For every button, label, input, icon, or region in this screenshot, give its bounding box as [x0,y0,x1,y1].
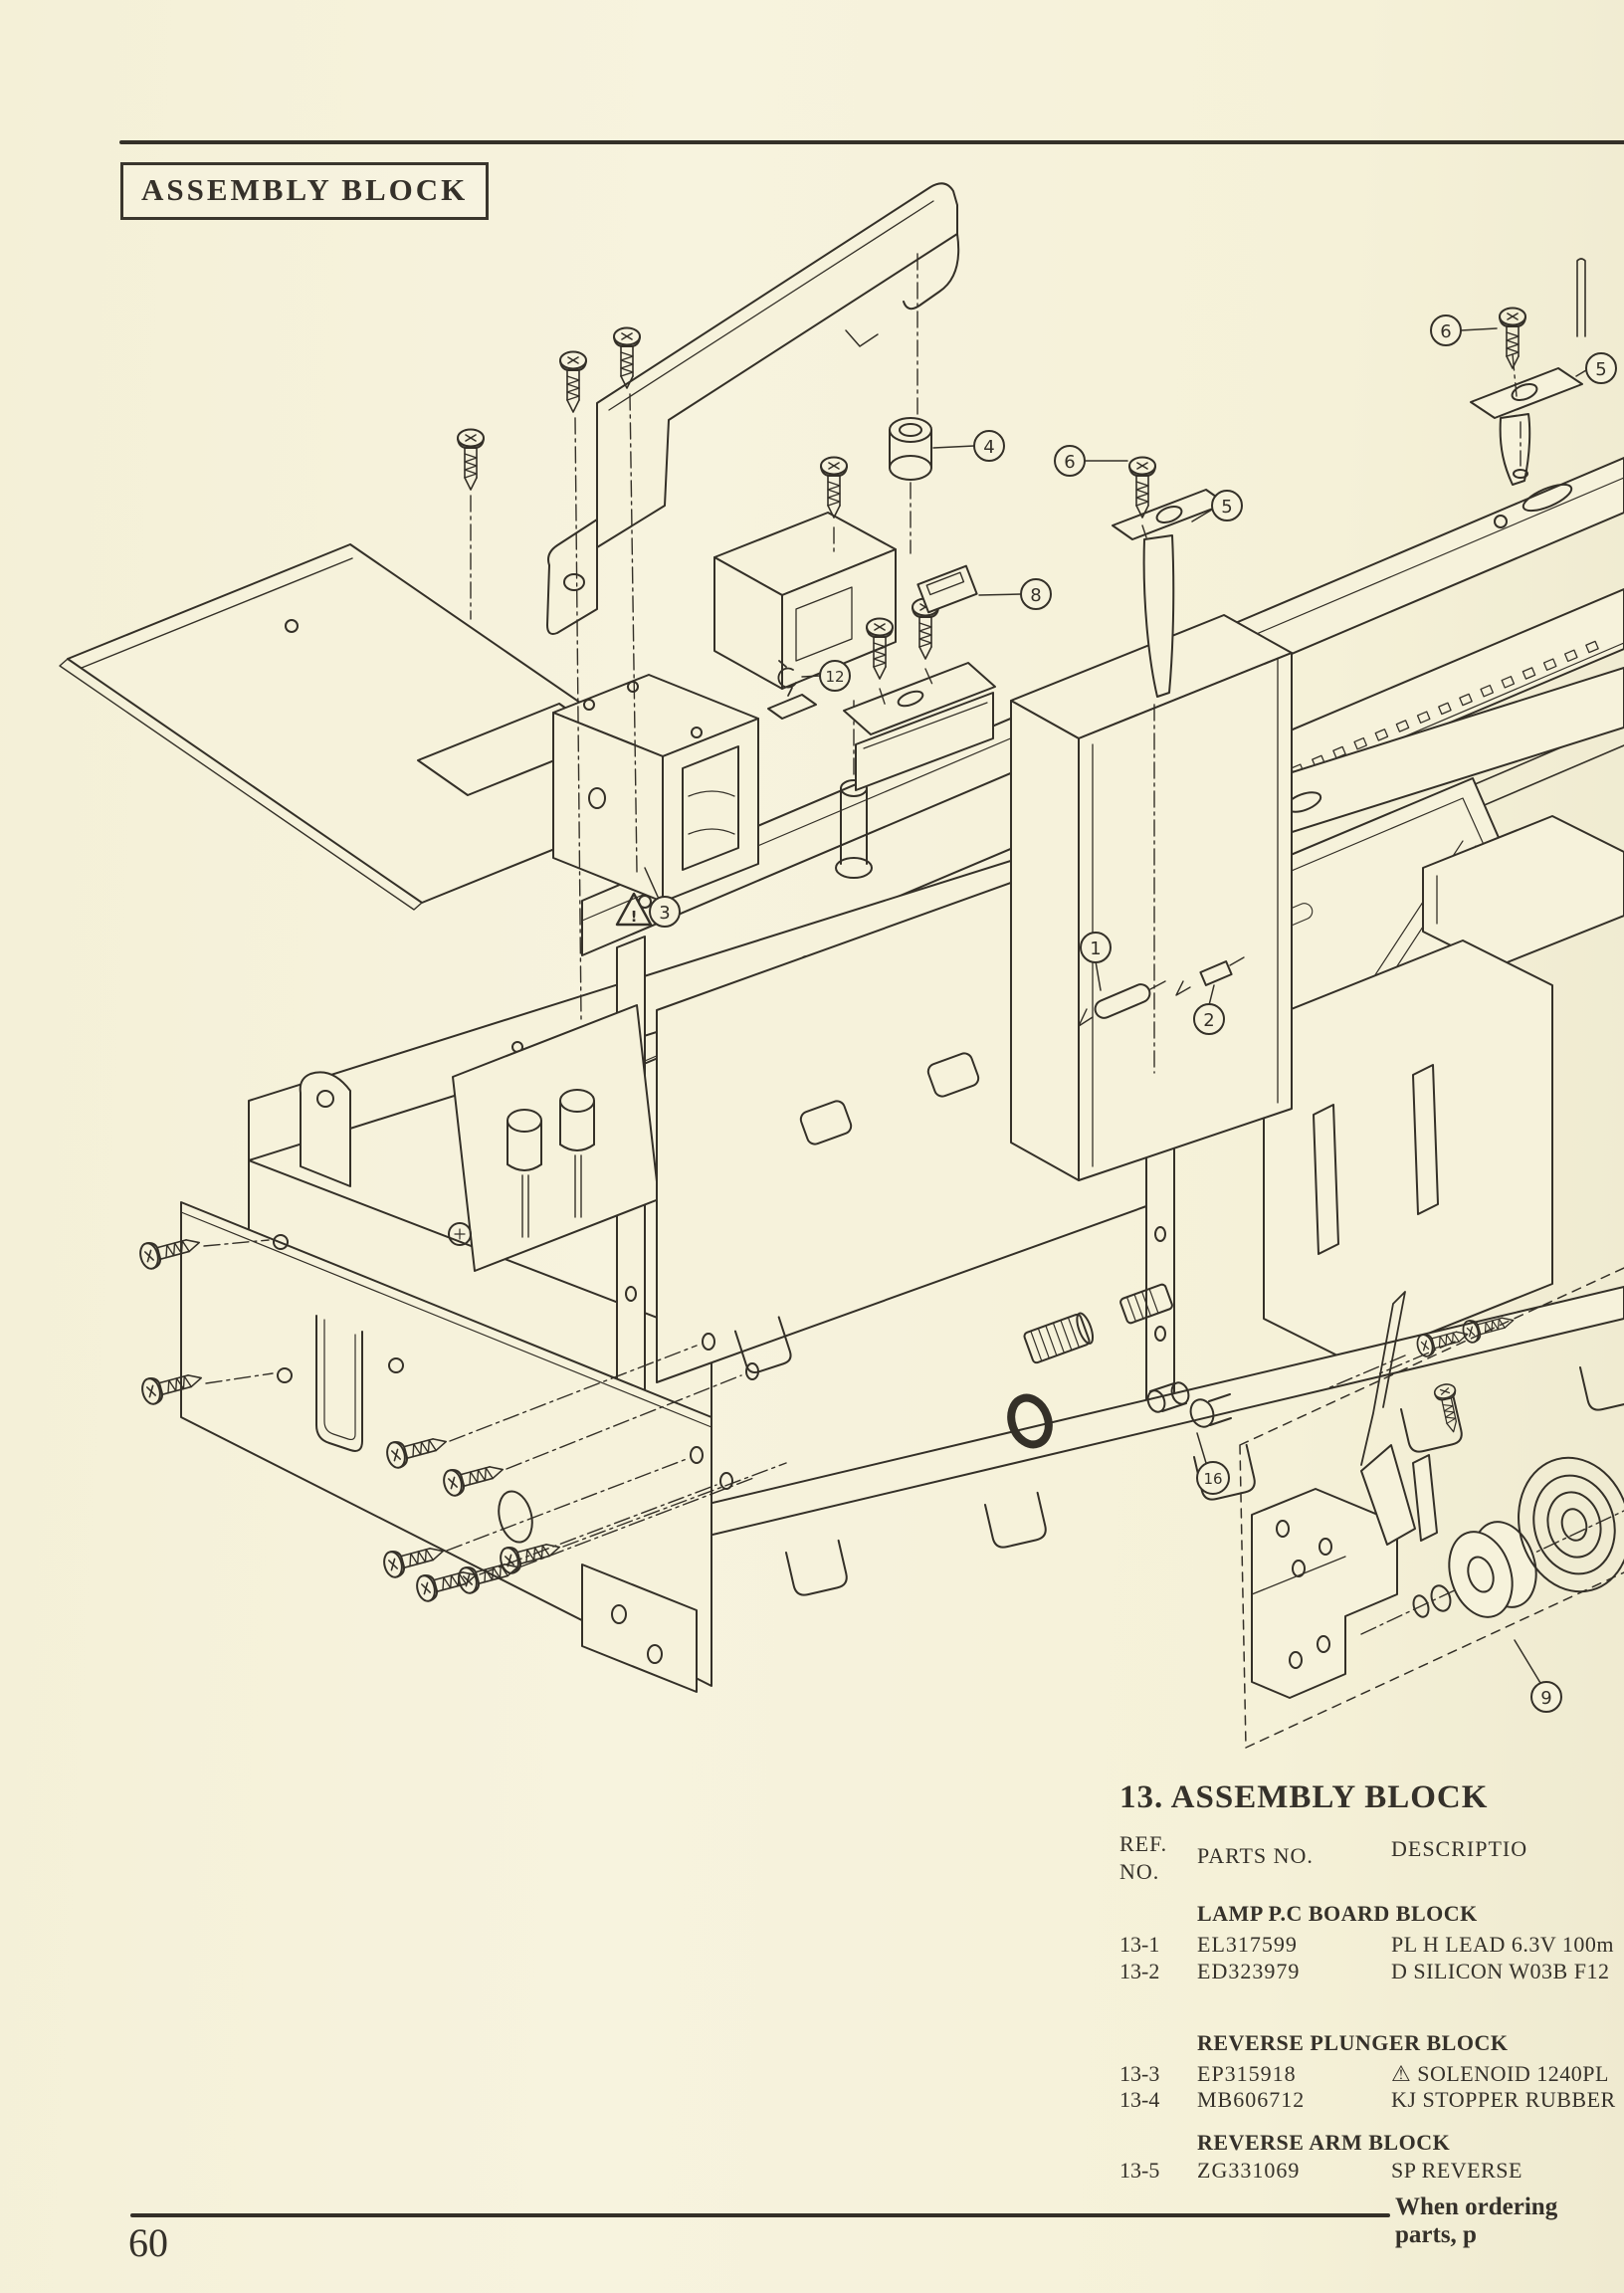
callout-6b: 6 [1430,314,1462,346]
guide-posts [507,1089,595,1238]
callout-3: 3 [649,896,681,928]
svg-text:3: 3 [659,903,670,924]
assembly-axes [457,326,641,1020]
part-no: EP315918 [1197,2061,1297,2086]
ref-no: 13-5 [1119,2158,1160,2183]
callout-8: 8 [1020,578,1052,610]
part-no: ZG331069 [1197,2158,1301,2183]
part-no: ED323979 [1197,1959,1301,1983]
lamp-part [1078,980,1166,1027]
part-desc: D SILICON W03B F12 [1391,1959,1610,1983]
callout-9: 9 [1530,1681,1562,1713]
footer-note: When ordering parts, p [1395,2193,1558,2248]
group-title: REVERSE ARM BLOCK [1197,2130,1451,2155]
ref-no: 13-3 [1119,2061,1160,2086]
part-desc: PL H LEAD 6.3V 100m [1391,1932,1614,1957]
group-title: LAMP P.C BOARD BLOCK [1197,1901,1478,1926]
callout-6a: 6 [1054,445,1086,477]
long-bracket [546,182,960,635]
tall-box-bracket [1010,614,1293,1181]
stopper-block [916,564,978,614]
svg-text:8: 8 [1030,585,1041,606]
screw-cluster [380,1333,787,1604]
svg-text:5: 5 [1221,497,1232,518]
ref-no: 13-1 [1119,1932,1160,1957]
front-panel [136,1201,712,1693]
spacer-part [889,253,932,554]
callout-5a: 5 [1211,490,1243,521]
ref-no: 13-2 [1119,1959,1160,1983]
svg-text:16: 16 [1203,1470,1222,1488]
page-header-label: ASSEMBLY BLOCK [120,162,490,220]
part-desc: SP REVERSE [1391,2158,1522,2183]
reverse-arm-block [1146,1267,1624,1749]
part-no: MB606712 [1197,2087,1306,2112]
part-desc: ⚠ SOLENOID 1240PL [1391,2061,1609,2086]
e-ring-part [777,660,797,697]
svg-text:5: 5 [1595,359,1606,380]
group-title: REVERSE PLUNGER BLOCK [1197,2030,1509,2055]
svg-text:4: 4 [983,437,994,458]
ref-no: 13-4 [1119,2087,1160,2112]
col-parts: PARTS NO. [1197,1843,1314,1868]
page-number: 60 [128,2220,168,2265]
solenoid-part [552,674,817,903]
spring-arm-bracket-a [1112,456,1227,1074]
svg-text:6: 6 [1064,452,1075,473]
channel-bracket [713,456,897,690]
part-desc: KJ STOPPER RUBBER [1391,2087,1616,2112]
spring-arm-bracket-b [1470,258,1586,486]
callout-4: 4 [973,430,1005,462]
chassis-hooks [785,1354,1624,1596]
section-title: 13. ASSEMBLY BLOCK [1119,1779,1489,1815]
part-no: EL317599 [1197,1932,1298,1957]
callout-1: 1 [1080,932,1112,963]
callout-5b: 5 [1585,352,1617,384]
pin-bracket [843,597,996,791]
svg-text:2: 2 [1203,1010,1214,1031]
svg-text:9: 9 [1540,1688,1551,1709]
col-ref-1: REF. [1119,1831,1168,1856]
reverse-pins [1146,1381,1232,1428]
col-ref-2: NO. [1119,1859,1160,1884]
rollers [1007,1283,1173,1449]
callouts: 4 6 5 8 12 3 ! 6 5 1 2 16 9 [615,314,1617,1713]
warning-triangle-icon: ! [615,892,653,927]
svg-text:1: 1 [1090,938,1101,959]
svg-text:!: ! [631,908,638,926]
callout-2: 2 [1193,1003,1225,1035]
callout-12: 12 [819,660,851,692]
diode-part [1175,956,1245,996]
callout-16: 16 [1196,1461,1230,1495]
svg-text:12: 12 [825,668,844,686]
col-description: DESCRIPTIO [1391,1836,1528,1861]
svg-text:6: 6 [1440,321,1451,342]
